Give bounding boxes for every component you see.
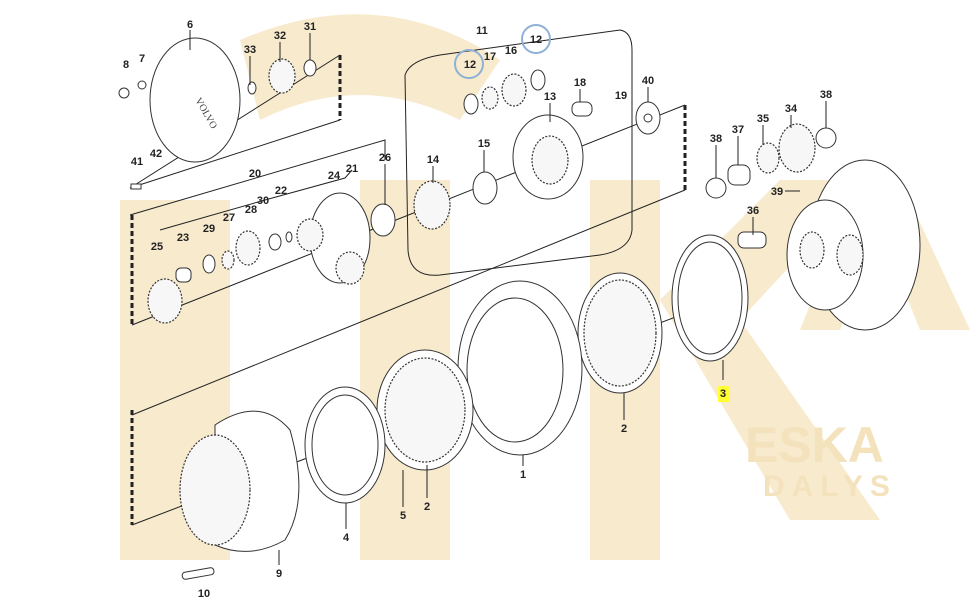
callout-9[interactable]: 9 (276, 568, 282, 580)
callout-3[interactable]: 3 (720, 388, 726, 400)
callout-23[interactable]: 23 (177, 232, 189, 244)
callout-25[interactable]: 25 (151, 241, 163, 253)
callout-6[interactable]: 6 (187, 19, 193, 31)
highlight-circle-12b (454, 49, 484, 79)
callout-12b[interactable]: 12 (464, 59, 476, 71)
callout-19[interactable]: 19 (615, 90, 627, 102)
callout-labels: 6 7 8 33 32 31 11 12 12 17 16 13 18 19 4… (123, 19, 832, 600)
callout-5[interactable]: 5 (400, 510, 406, 522)
callout-34[interactable]: 34 (785, 103, 798, 115)
leader-lines (189, 30, 827, 565)
callout-41[interactable]: 41 (131, 156, 143, 168)
callout-20[interactable]: 20 (249, 168, 261, 180)
highlight-circle-12a (521, 24, 551, 54)
callout-8[interactable]: 8 (123, 59, 129, 71)
callout-27[interactable]: 27 (223, 212, 235, 224)
callout-7[interactable]: 7 (139, 53, 145, 65)
watermark-brand: ESKA (745, 417, 884, 473)
callout-10[interactable]: 10 (198, 588, 210, 600)
callout-37[interactable]: 37 (732, 124, 744, 136)
callout-36[interactable]: 36 (747, 205, 759, 217)
callout-40[interactable]: 40 (642, 75, 654, 87)
callout-2a[interactable]: 2 (621, 423, 627, 435)
callout-32[interactable]: 32 (274, 30, 286, 42)
callout-2b[interactable]: 2 (424, 501, 430, 513)
cover-plate (149, 37, 241, 163)
callout-26[interactable]: 26 (379, 152, 391, 164)
callout-4[interactable]: 4 (343, 532, 350, 544)
callout-14[interactable]: 14 (427, 154, 440, 166)
callout-11[interactable]: 11 (476, 25, 488, 37)
parts: VOLVO (118, 37, 921, 580)
callout-31[interactable]: 31 (304, 21, 316, 33)
callout-35[interactable]: 35 (757, 113, 769, 125)
callout-38b[interactable]: 38 (820, 89, 832, 101)
highlight-part-3 (718, 386, 730, 402)
callout-42[interactable]: 42 (150, 148, 162, 160)
callout-22[interactable]: 22 (275, 185, 287, 197)
callout-21[interactable]: 21 (346, 163, 358, 175)
callout-29[interactable]: 29 (203, 223, 215, 235)
callout-1[interactable]: 1 (520, 469, 526, 481)
callout-15[interactable]: 15 (478, 138, 490, 150)
callout-30[interactable]: 30 (257, 195, 269, 207)
callout-33[interactable]: 33 (244, 44, 256, 56)
callout-28[interactable]: 28 (245, 204, 257, 216)
callout-38a[interactable]: 38 (710, 133, 722, 145)
watermark-sub: DALYS (763, 470, 897, 503)
callout-24[interactable]: 24 (328, 170, 341, 182)
callout-16[interactable]: 16 (505, 45, 517, 57)
callout-39[interactable]: 39 (771, 186, 783, 198)
callout-12a[interactable]: 12 (530, 34, 542, 46)
callout-17[interactable]: 17 (484, 51, 496, 63)
callout-18[interactable]: 18 (574, 77, 586, 89)
callout-13[interactable]: 13 (544, 91, 556, 103)
